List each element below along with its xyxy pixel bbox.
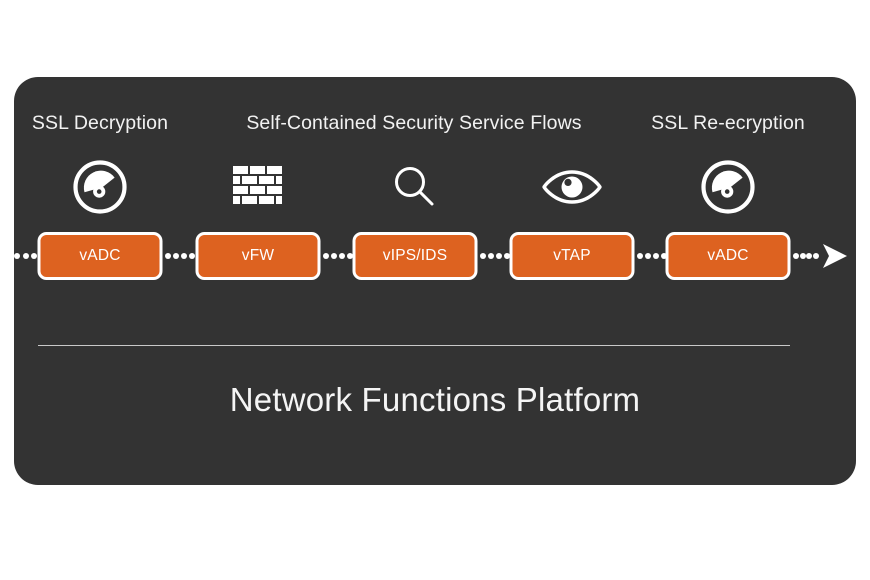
- dotted-connector-4: [637, 253, 667, 259]
- dotted-connector-1: [165, 253, 195, 259]
- flow-node-label: vFW: [241, 247, 275, 264]
- service-flow-chain: vADC vFW vIPS/IDS vTAP: [14, 232, 856, 284]
- flow-arrow-right-icon: [820, 241, 850, 271]
- flow-node-label: vTAP: [553, 247, 591, 264]
- platform-title: Network Functions Platform: [229, 381, 641, 418]
- flow-node-label: vADC: [79, 247, 121, 264]
- flow-node-vtap[interactable]: vTAP: [509, 232, 635, 280]
- section-divider: [38, 345, 790, 346]
- gauge-icon: [68, 155, 132, 219]
- flow-node-vadc-2[interactable]: vADC: [665, 232, 791, 280]
- dotted-connector-exit: [793, 253, 819, 259]
- dotted-connector-3: [480, 253, 510, 259]
- stage-label-ssl-decryption: SSL Decryption: [31, 112, 169, 134]
- flow-node-vfw[interactable]: vFW: [195, 232, 321, 280]
- flow-node-vadc-1[interactable]: vADC: [37, 232, 163, 280]
- stage-label-security-service-flows: Self-Contained Security Service Flows: [246, 112, 582, 134]
- dotted-connector-2: [323, 253, 353, 259]
- stage-label-ssl-re-ecryption: SSL Re-ecryption: [651, 112, 805, 134]
- network-functions-platform-card: SSL Decryption Self-Contained Security S…: [14, 77, 856, 485]
- icon-row: [14, 155, 856, 219]
- gauge-icon: [696, 155, 760, 219]
- flow-node-label: vIPS/IDS: [382, 247, 448, 264]
- flow-node-vips-ids[interactable]: vIPS/IDS: [352, 232, 478, 280]
- brick-wall-icon: [226, 155, 290, 219]
- flow-node-label: vADC: [707, 247, 749, 264]
- dotted-connector-entry: [14, 253, 37, 259]
- eye-icon: [540, 155, 604, 219]
- magnifier-icon: [383, 155, 447, 219]
- stage-label-row: SSL Decryption Self-Contained Security S…: [14, 110, 856, 136]
